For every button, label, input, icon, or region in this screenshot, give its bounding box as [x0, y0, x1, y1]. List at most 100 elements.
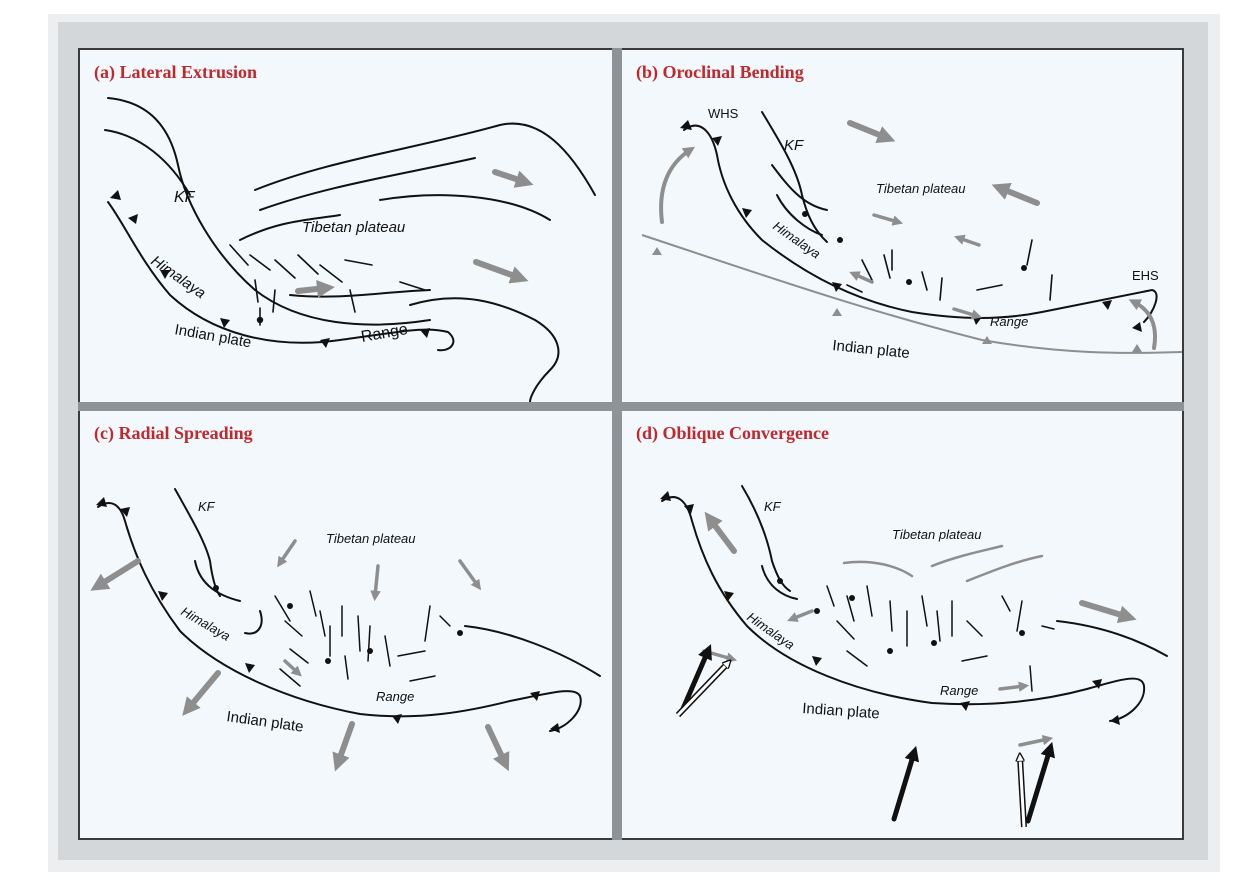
fault-pin-a [256, 316, 264, 324]
label-indian-plate-b: Indian plate [832, 337, 911, 362]
minor-fault-c8 [367, 625, 371, 662]
fault-pin-d6 [1019, 630, 1025, 636]
minor-fault-a9 [349, 289, 356, 313]
label-ehs: EHS [1132, 268, 1159, 283]
himalaya-front-d [661, 496, 1146, 722]
boundary-tick-b4 [1132, 344, 1142, 352]
fault-line-d1 [761, 565, 798, 600]
motion-arrow-d4 [998, 681, 1030, 692]
minor-fault-d2 [846, 595, 855, 622]
spreading-arrow-inner1 [283, 659, 302, 677]
minor-fault-b5 [976, 284, 1003, 291]
kf-fault-line-b [761, 111, 828, 243]
thrust-tick-c1 [96, 497, 107, 507]
motion-arrow-b3 [872, 213, 904, 226]
thrust-tick-a5 [320, 338, 330, 348]
fault-pin-d5 [931, 640, 937, 646]
label-indian-plate-c: Indian plate [225, 708, 304, 736]
spreading-arrow-se [485, 724, 510, 772]
panel-oroclinal-bending: (b) Oroclinal Bending [622, 50, 1182, 402]
label-kf: KF [174, 189, 196, 206]
thrust-tick-d1 [660, 491, 671, 501]
thrust-tick-a4 [220, 318, 230, 328]
thrust-tick-b2 [712, 136, 722, 146]
minor-fault-c4 [319, 610, 326, 637]
motion-arrow-b5 [849, 271, 874, 284]
fault-pin-c4 [367, 648, 373, 654]
panel-lateral-extrusion: (a) Lateral Extrusion [80, 50, 612, 402]
minor-fault-d13 [846, 650, 868, 667]
plateau-north-fault [254, 122, 596, 196]
motion-arrow-d2 [1079, 600, 1137, 623]
spreading-arrow-west [90, 558, 141, 591]
himalaya-front-c [97, 502, 582, 732]
thrust-tick-a3 [160, 270, 170, 279]
spreading-arrow-sw [182, 670, 221, 716]
thrust-tick-d7 [1110, 715, 1120, 725]
map-oroclinal-bending: WHS KF Tibetan plateau Himalaya Range In… [641, 106, 1182, 362]
convergence-arrow-w-inner [676, 663, 728, 717]
thrust-tick-d2 [684, 504, 694, 514]
kunlun-fault-a [409, 297, 560, 402]
panel-radial-spreading: (c) Radial Spreading [80, 411, 612, 838]
strike-slip-fault-a3 [239, 214, 341, 241]
label-tibetan-plateau-c: Tibetan plateau [326, 531, 416, 546]
thrust-tick-b6 [1102, 300, 1112, 310]
label-indian-plate: Indian plate [173, 321, 252, 351]
thrust-tick-c4 [245, 663, 255, 673]
minor-fault-b3 [921, 271, 928, 291]
plate-velocity-arrow-w [679, 644, 712, 714]
label-tibetan-plateau-d: Tibetan plateau [892, 527, 982, 542]
bending-arrow-west [659, 146, 696, 224]
fault-pin-c2 [287, 603, 293, 609]
thrust-tick-b7 [1132, 322, 1142, 332]
thrust-tick-d5 [960, 701, 970, 711]
map-radial-spreading: KF Tibetan plateau Himalaya Range Indian… [90, 488, 601, 772]
minor-fault-a3 [274, 259, 296, 279]
spreading-arrow-n3 [458, 559, 482, 591]
fault-pin-d1 [777, 578, 783, 584]
fault-line-b1 [771, 164, 828, 211]
fault-pin-b3 [906, 279, 912, 285]
strike-slip-fault-a1 [259, 157, 476, 211]
motion-arrow-b6 [952, 307, 983, 320]
kunlun-fault-c [464, 625, 601, 677]
fault-pin-b4 [1021, 265, 1027, 271]
label-kf-c: KF [198, 499, 216, 514]
minor-fault-c1 [274, 595, 291, 622]
kunlun-fault-d [1056, 620, 1168, 657]
motion-arrow-b2 [991, 183, 1040, 206]
fault-pin-b2 [837, 237, 843, 243]
range-fault-a [289, 289, 431, 298]
thrust-tick-b3 [742, 208, 752, 218]
minor-fault-b1 [861, 259, 873, 281]
fault-pin-c5 [457, 630, 463, 636]
boundary-tick-b2 [832, 308, 842, 316]
minor-fault-c11 [424, 605, 431, 642]
panel-title-d: (d) Oblique Convergence [636, 423, 829, 443]
minor-fault-d3 [866, 585, 873, 617]
fault-line-c1 [194, 560, 241, 602]
minor-fault-c3 [309, 590, 317, 617]
fault-pin-d4 [887, 648, 893, 654]
spreading-arrow-n2 [370, 564, 381, 602]
gray-fault-d2 [930, 544, 1004, 568]
kf-fault-line [107, 97, 431, 326]
motion-arrow-b4 [954, 234, 981, 247]
fault-line-upper-a [104, 129, 191, 196]
label-tibetan-plateau-b: Tibetan plateau [876, 181, 966, 196]
minor-fault-c15 [344, 655, 349, 680]
thrust-tick-a2 [128, 214, 138, 224]
minor-fault-d10 [1001, 595, 1011, 612]
thrust-tick-d4 [812, 656, 822, 666]
motion-arrow-d1 [704, 511, 737, 554]
fault-line-b2 [776, 194, 823, 236]
minor-fault-c13 [289, 648, 309, 664]
thrust-tick-c2 [120, 507, 130, 517]
gray-fault-d3 [965, 554, 1044, 583]
minor-fault-a8 [272, 289, 276, 313]
spreading-arrow-south [332, 721, 355, 772]
minor-fault-c16 [409, 675, 436, 682]
kf-fault-line-d [741, 485, 791, 592]
minor-fault-d12 [836, 620, 855, 640]
